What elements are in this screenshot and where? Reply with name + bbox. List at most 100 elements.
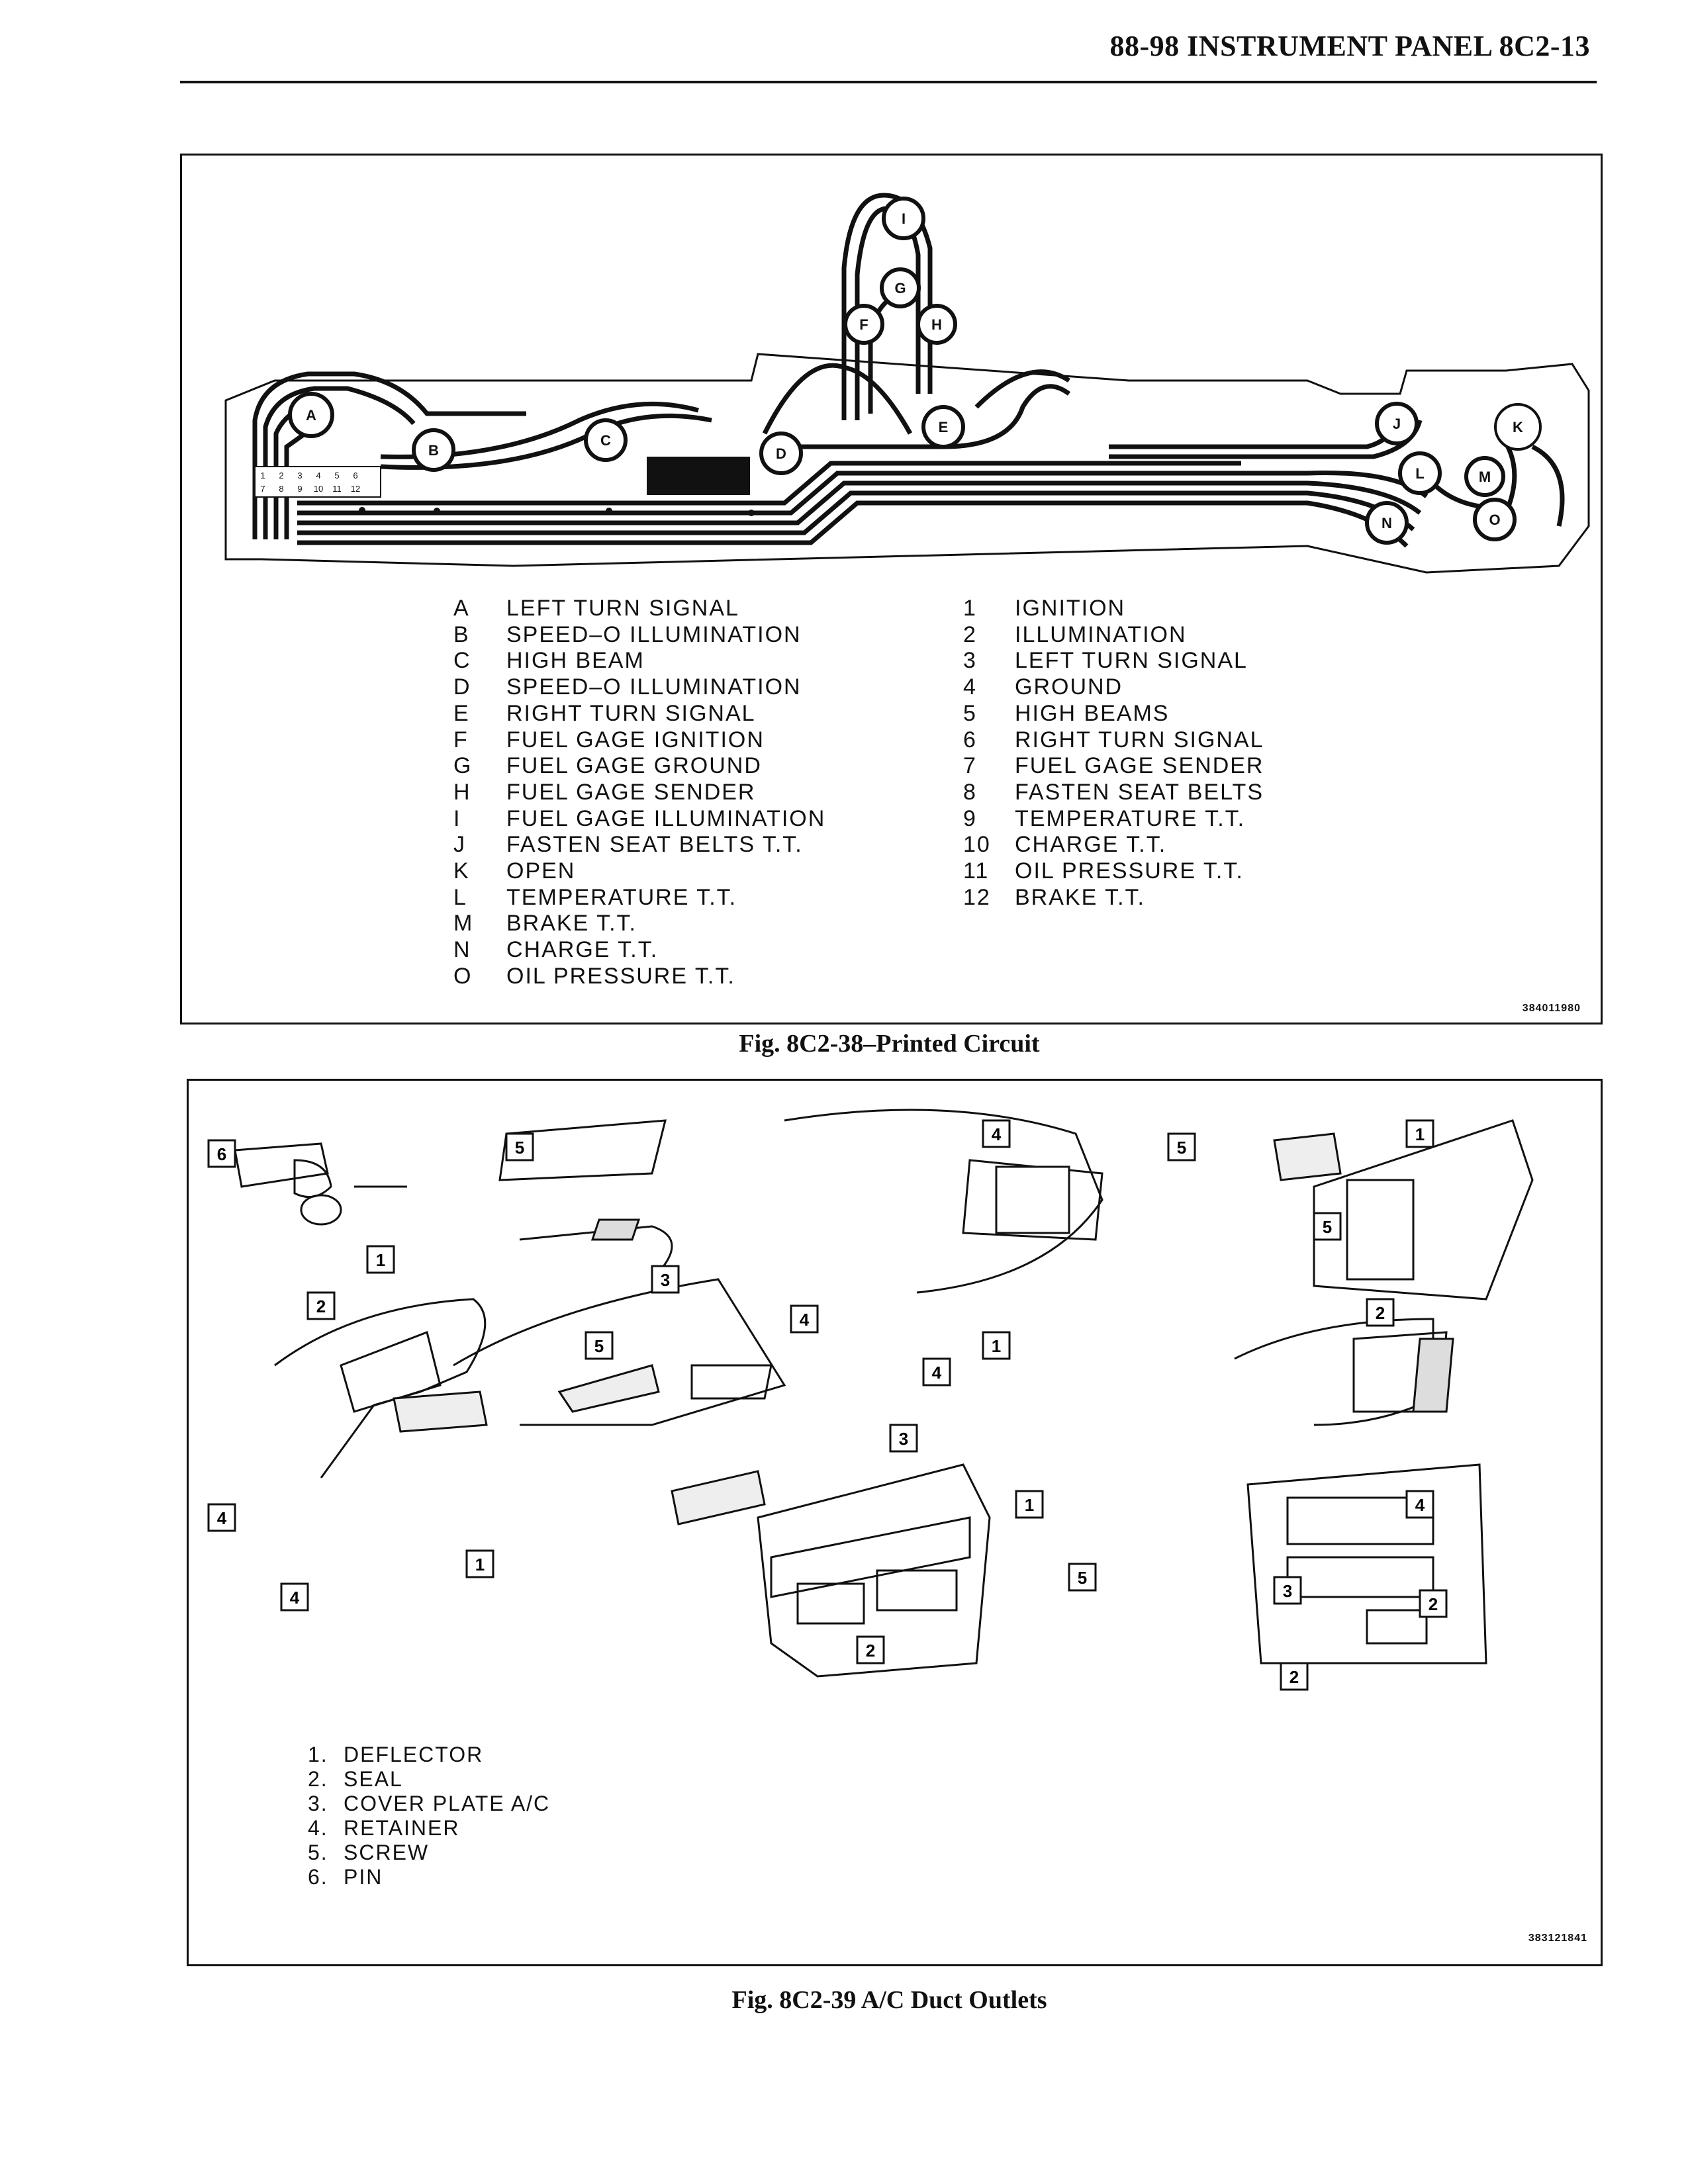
legend-key: D [453, 674, 471, 700]
legend-text: SPEED–O ILLUMINATION [506, 674, 802, 700]
legend-key: C [453, 648, 471, 674]
parts-list-item: 5.SCREW [308, 1841, 550, 1865]
legend-text: LEFT TURN SIGNAL [506, 596, 739, 621]
legend-row: 6 RIGHT TURN SIGNAL [963, 727, 1264, 754]
callout-label: 4 [992, 1124, 1002, 1144]
callout-4: 4 [922, 1357, 951, 1387]
pin-label: 11 [332, 484, 342, 494]
bulb-k [1494, 403, 1542, 451]
pin-label: 3 [297, 471, 302, 480]
pin-label: 8 [279, 484, 283, 494]
legend-text: BRAKE T.T. [506, 911, 637, 936]
callout-label: 4 [1415, 1495, 1425, 1515]
callout-label: 6 [217, 1144, 226, 1164]
legend-text: FUEL GAGE SENDER [506, 779, 756, 805]
bulb-label-m: M [1479, 469, 1491, 485]
legend-key: 12 [963, 884, 991, 910]
circuit-board-outline [224, 353, 1590, 574]
parts-list-number: 4. [308, 1816, 328, 1840]
page-header: 88-98 INSTRUMENT PANEL 8C2-13 [180, 24, 1597, 83]
bulb-o [1473, 498, 1517, 541]
callout-1: 1 [1405, 1119, 1434, 1148]
figure-code: 384011980 [1522, 1003, 1581, 1014]
bulb-label-a: A [306, 407, 316, 424]
callout-label: 2 [316, 1297, 326, 1316]
bulb-label-l: L [1415, 465, 1424, 482]
legend-key: N [453, 937, 471, 963]
callout-1: 1 [982, 1331, 1011, 1360]
legend-key: F [453, 727, 469, 752]
legend-key: 11 [963, 858, 990, 884]
legend-text: TEMPERATURE T.T. [506, 884, 737, 910]
bulb-n [1365, 501, 1409, 545]
parts-list-number: 1. [308, 1743, 328, 1766]
callout-label: 5 [1323, 1217, 1332, 1237]
callout-3: 3 [889, 1424, 918, 1453]
legend-key: E [453, 700, 470, 726]
circuit-traces [252, 193, 1565, 548]
parts-list-text: RETAINER [344, 1816, 460, 1840]
bulb-label-n: N [1382, 515, 1392, 531]
legend-key: 6 [963, 727, 977, 752]
callout-2: 2 [306, 1291, 336, 1320]
legend-text: TEMPERATURE T.T. [1015, 805, 1246, 831]
legend-key: I [453, 805, 461, 831]
callout-4: 4 [1405, 1490, 1434, 1519]
pin-label: 4 [316, 471, 320, 480]
pin-label: 12 [351, 484, 360, 494]
callout-5: 5 [1313, 1212, 1342, 1241]
parts-list-item: 4. RETAINER [308, 1816, 550, 1841]
legend-key: 9 [963, 805, 977, 831]
callout-label: 5 [1078, 1568, 1087, 1588]
callout-3: 3 [651, 1265, 680, 1294]
callout-label: 1 [992, 1336, 1001, 1356]
legend-text: IGNITION [1015, 596, 1126, 621]
bulb-l [1398, 451, 1442, 495]
callout-5: 5 [585, 1331, 614, 1360]
callout-5: 5 [505, 1132, 534, 1161]
bulb-label-d: D [776, 445, 786, 462]
parts-list-text: SEAL [344, 1767, 403, 1791]
callout-1: 1 [1015, 1490, 1044, 1519]
callout-1: 1 [366, 1245, 395, 1274]
callout-3: 3 [1273, 1576, 1302, 1605]
bulb-label-k: K [1513, 419, 1523, 435]
legend-text: ILLUMINATION [1015, 621, 1187, 647]
parts-list-text: SCREW [344, 1841, 430, 1864]
legend-row: D SPEED–O ILLUMINATION [453, 674, 825, 701]
callout-4: 4 [790, 1304, 819, 1334]
bulb-label-e: E [939, 419, 949, 435]
pin-label: 6 [353, 471, 357, 480]
legend-text: CHARGE T.T. [1015, 832, 1167, 858]
pin-label: 5 [334, 471, 339, 480]
legend-text: OIL PRESSURE T.T. [1015, 858, 1244, 884]
legend-text: FASTEN SEAT BELTS [1015, 779, 1264, 805]
parts-list-text: DEFLECTOR [344, 1743, 484, 1766]
parts-list-item: 3.COVER PLATE A/C [308, 1792, 550, 1816]
legend-text: RIGHT TURN SIGNAL [1015, 727, 1264, 752]
legend-text: HIGH BEAM [506, 648, 645, 674]
callout-label: 2 [1429, 1594, 1438, 1614]
legend-key: B [453, 621, 470, 647]
legend-key: J [453, 832, 466, 858]
parts-list-text: PIN [344, 1865, 383, 1889]
callout-4: 4 [982, 1119, 1011, 1148]
callout-label: 2 [1289, 1667, 1299, 1687]
